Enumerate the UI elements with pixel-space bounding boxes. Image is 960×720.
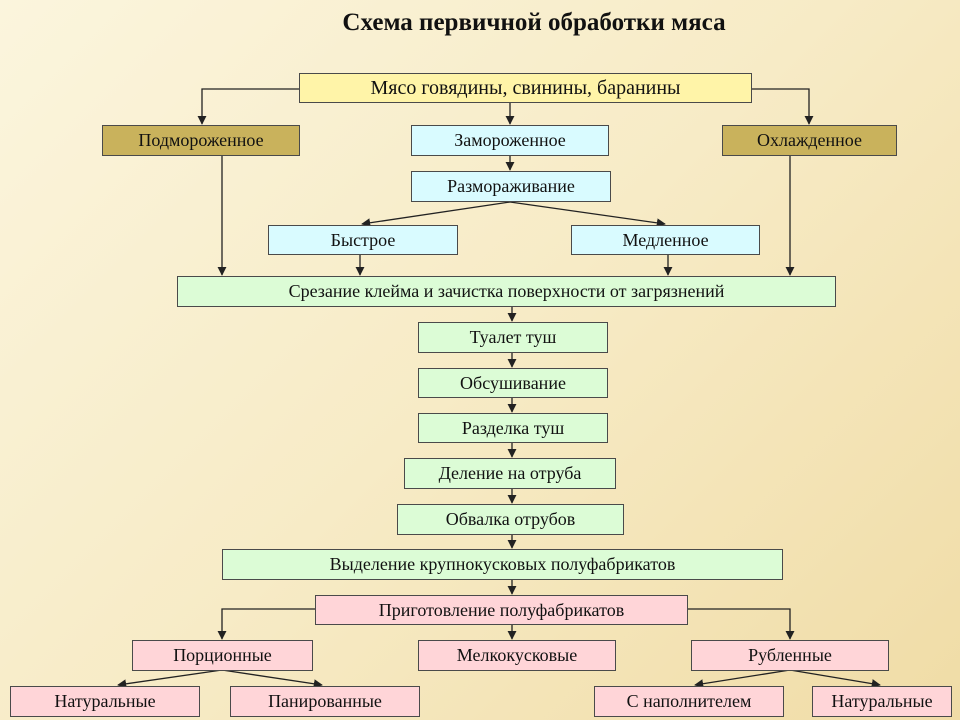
- node-fast-thawing: Быстрое: [268, 225, 458, 255]
- node-chopped: Рубленные: [691, 640, 889, 671]
- arrow-semi-to-chopped: [688, 608, 795, 640]
- node-deboning: Обвалка отрубов: [397, 504, 624, 535]
- node-large-pieces: Выделение крупнокусковых полуфабрикатов: [222, 549, 783, 580]
- diagram-title: Схема первичной обработки мяса: [342, 9, 726, 36]
- arrow-thawing-to-fast: [361, 201, 511, 228]
- arrow-portioned-to-natural: [117, 669, 223, 689]
- node-carcass-toilet: Туалет туш: [418, 322, 608, 353]
- arrow-chopped-to-filler: [694, 669, 791, 689]
- node-raw-meat: Мясо говядины, свинины, баранины: [299, 73, 752, 103]
- node-frozen: Замороженное: [411, 125, 609, 156]
- node-thawing: Размораживание: [411, 171, 611, 202]
- node-natural-chopped: Натуральные: [812, 686, 952, 717]
- node-division-cuts: Деление на отруба: [404, 458, 616, 489]
- arrow-thawing-to-slow: [509, 201, 666, 228]
- arrow-root-to-chilled: [751, 88, 814, 125]
- arrow-semi-to-portioned: [217, 608, 315, 640]
- node-natural-portioned: Натуральные: [10, 686, 200, 717]
- node-semi-products: Приготовление полуфабрикатов: [315, 595, 688, 625]
- node-breaded: Панированные: [230, 686, 420, 717]
- node-subfrozen: Подмороженное: [102, 125, 300, 156]
- node-stamp-removal: Срезание клейма и зачистка поверхности о…: [177, 276, 836, 307]
- node-portioned: Порционные: [132, 640, 313, 671]
- node-drying: Обсушивание: [418, 368, 608, 398]
- node-slow-thawing: Медленное: [571, 225, 760, 255]
- node-small-pieces: Мелкокусковые: [418, 640, 616, 671]
- node-carcass-cutting: Разделка туш: [418, 413, 608, 443]
- arrow-root-to-subfrozen: [197, 88, 299, 125]
- arrow-portioned-to-breaded: [221, 669, 323, 689]
- node-with-filler: С наполнителем: [594, 686, 784, 717]
- node-chilled: Охлажденное: [722, 125, 897, 156]
- arrow-chopped-to-natural: [789, 669, 881, 689]
